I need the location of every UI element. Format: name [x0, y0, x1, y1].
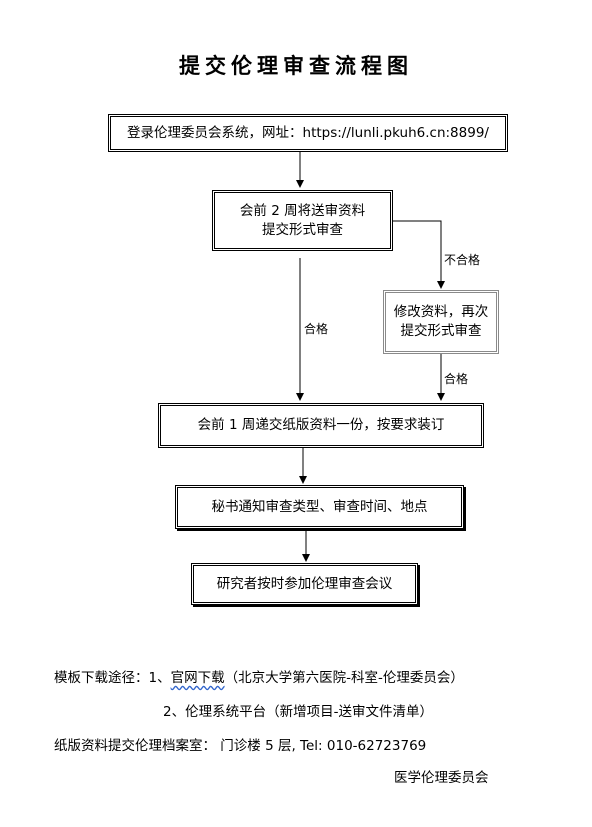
step-login-system-text: 登录伦理委员会系统，网址：https://lunli.pkuh6.cn:8899…: [127, 124, 489, 141]
download-line-2: 2、伦理系统平台（新增项目-送审文件清单）: [163, 704, 433, 720]
step-paper-submission: 会前 1 周递交纸版资料一份，按要求装订: [158, 403, 484, 448]
step-submit-formal-review: 会前 2 周将送审资料 提交形式审查: [212, 190, 393, 251]
download-prefix: 模板下载途径：1、: [54, 670, 171, 686]
step-paper-submission-text: 会前 1 周递交纸版资料一份，按要求装订: [197, 417, 445, 433]
step-login-system: 登录伦理委员会系统，网址：https://lunli.pkuh6.cn:8899…: [108, 114, 508, 152]
step-secretary-notice: 秘书通知审查类型、审查时间、地点: [175, 485, 464, 529]
label-pass-right: 合格: [444, 372, 469, 386]
step-attend-meeting-text: 研究者按时参加伦理审查会议: [216, 575, 393, 592]
signature: 医学伦理委员会: [394, 770, 489, 786]
download-link[interactable]: 官网下载: [170, 670, 225, 686]
step-revise-resubmit: 修改资料，再次 提交形式审查: [383, 290, 499, 354]
step-revise-resubmit-text: 修改资料，再次 提交形式审查: [393, 304, 489, 339]
step-secretary-notice-text: 秘书通知审查类型、审查时间、地点: [211, 498, 428, 515]
arrow-step2-to-revise: [393, 220, 445, 289]
archive-info: 纸版资料提交伦理档案室： 门诊楼 5 层, Tel: 010-62723769: [54, 738, 427, 754]
step-submit-formal-review-text: 会前 2 周将送审资料 提交形式审查: [239, 202, 366, 238]
page-title: 提交伦理审查流程图: [179, 53, 413, 78]
step-attend-meeting: 研究者按时参加伦理审查会议: [191, 563, 418, 605]
download-line-1: 模板下载途径：1、官网下载（北京大学第六医院-科室-伦理委员会）: [54, 666, 464, 686]
label-pass-left: 合格: [304, 322, 329, 336]
download-suffix: （北京大学第六医院-科室-伦理委员会）: [224, 670, 464, 686]
label-fail: 不合格: [444, 253, 481, 267]
